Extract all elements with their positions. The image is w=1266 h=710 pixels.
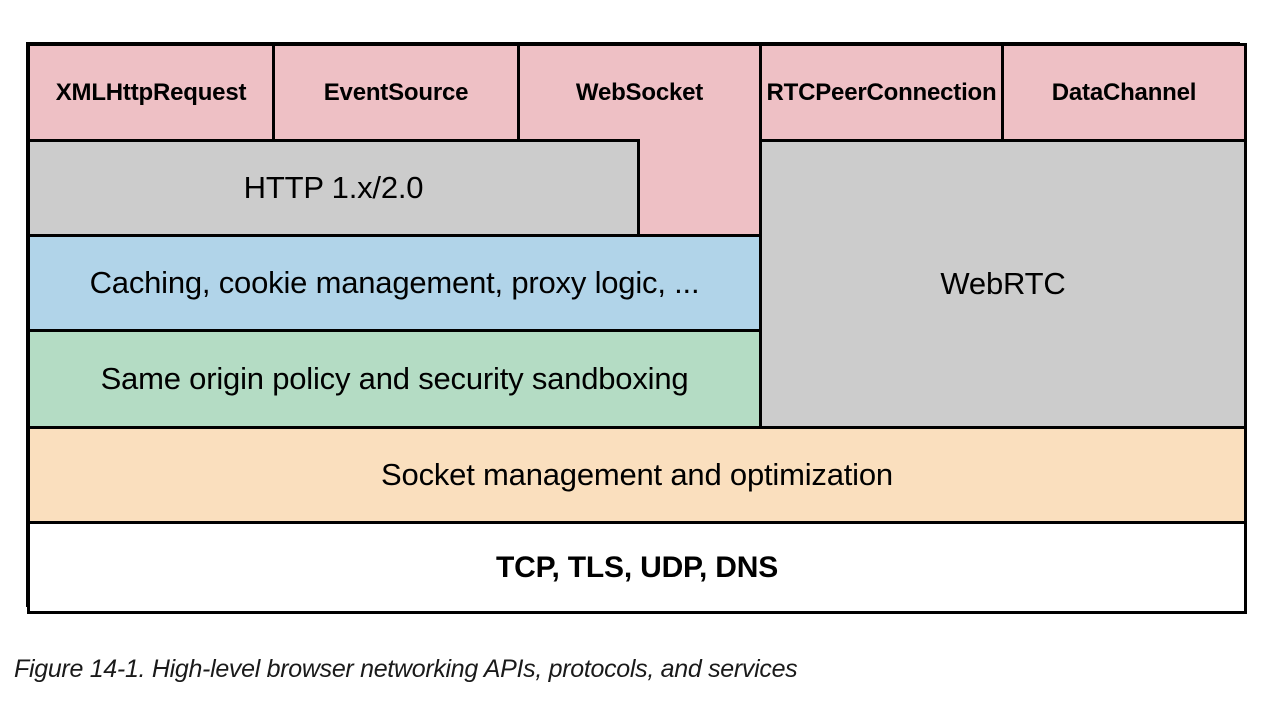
block-webrtc: WebRTC	[759, 139, 1247, 429]
block-transport: TCP, TLS, UDP, DNS	[27, 521, 1247, 614]
block-same-origin-label: Same origin policy and security sandboxi…	[100, 360, 689, 396]
block-socket-management-label: Socket management and optimization	[381, 456, 893, 492]
block-websocket-label: WebSocket	[575, 79, 704, 107]
block-datachannel: DataChannel	[1001, 43, 1247, 142]
diagram-frame: XMLHttpRequest EventSource WebSocket RTC…	[26, 42, 1247, 614]
block-caching-label: Caching, cookie management, proxy logic,…	[89, 264, 700, 300]
block-http-label: HTTP 1.x/2.0	[243, 169, 424, 205]
block-rtcpeerconnection-label: RTCPeerConnection	[766, 78, 997, 106]
block-same-origin: Same origin policy and security sandboxi…	[27, 329, 762, 429]
block-eventsource: EventSource	[272, 43, 520, 142]
block-caching: Caching, cookie management, proxy logic,…	[27, 234, 762, 332]
figure-caption: Figure 14-1. High-level browser networki…	[14, 655, 798, 683]
block-datachannel-label: DataChannel	[1051, 78, 1197, 106]
block-webrtc-label: WebRTC	[940, 265, 1066, 301]
block-http: HTTP 1.x/2.0	[27, 139, 640, 237]
block-transport-label: TCP, TLS, UDP, DNS	[495, 550, 778, 584]
block-socket-management: Socket management and optimization	[27, 426, 1247, 524]
block-eventsource-label: EventSource	[323, 78, 469, 106]
block-xmlhttprequest-label: XMLHttpRequest	[55, 78, 247, 106]
block-xmlhttprequest: XMLHttpRequest	[27, 43, 275, 142]
block-rtcpeerconnection: RTCPeerConnection	[759, 43, 1004, 142]
